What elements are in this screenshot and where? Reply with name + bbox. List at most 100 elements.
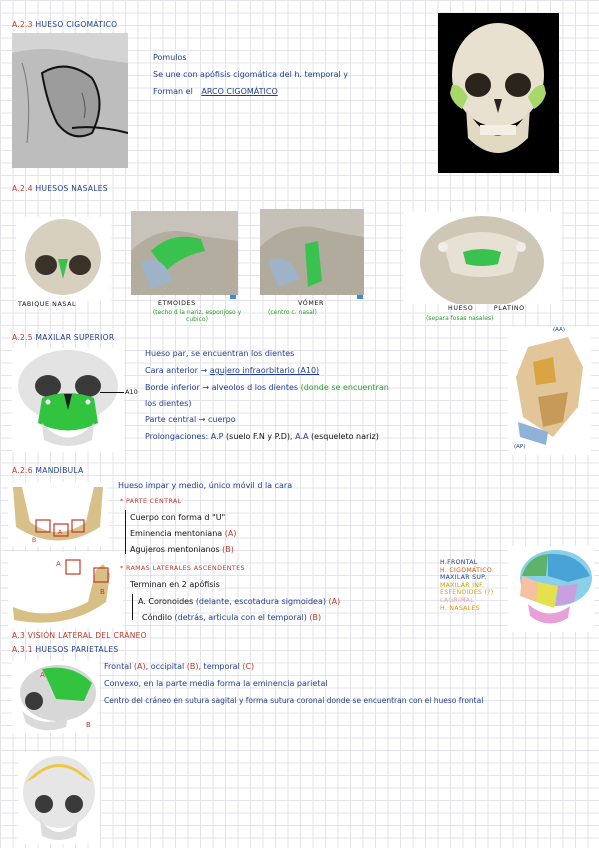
- prolong-note-2: (esqueleto nariz): [311, 432, 379, 441]
- section-number: A.2.3: [12, 20, 33, 29]
- marker-b: (B): [222, 545, 234, 554]
- maxilar-line-1: Hueso par, se encuentran los dientes: [145, 349, 295, 358]
- pc-line-3: Agujeros mentonianos (B): [130, 545, 234, 554]
- pomulos-text: Pomulos: [153, 53, 187, 62]
- legend-maxilar-inf: MAXILAR INF.: [440, 581, 485, 589]
- tabique-label: TABIQUE NASAL: [18, 301, 77, 308]
- legend-maxilar-sup: MAXILAR SUP.: [440, 574, 487, 582]
- parietal-skull-image: A B: [12, 661, 98, 733]
- pc-line-2: Eminencia mentoniana (A): [130, 529, 236, 538]
- agujeros-text: Agujeros mentonianos: [130, 545, 223, 554]
- color-legend: H.FRONTAL H. CIGOMÁTICO MAXILAR SUP. MAX…: [440, 559, 494, 612]
- cara-anterior-line: Cara anterior → agujero infraorbitario (…: [145, 366, 319, 375]
- legend-cigomatico: H. CIGOMÁTICO: [440, 566, 493, 574]
- vomer-label: VÓMER: [298, 300, 324, 307]
- prolong-text: Prolongaciones: A.P: [145, 432, 224, 441]
- parietal-line-1: Frontal (A), occipital (B), temporal (C): [104, 662, 254, 671]
- skull-nasal-septum-image: [16, 217, 111, 301]
- vomer-image: [260, 209, 364, 295]
- section-heading-nasales: A.2.4 HUESOS NASALES: [12, 184, 108, 193]
- pc-line-1: Cuerpo con forma d "U": [130, 513, 226, 522]
- frontal-text: Frontal: [104, 662, 134, 671]
- borde-note: (donde se encuentran: [300, 383, 389, 392]
- section-heading-mandibula: A.2.6 MANDÍBULA: [12, 466, 84, 475]
- ramas-line-2: A. Coronoides (delante, escotadura sigmo…: [138, 597, 340, 606]
- marker-b: (B): [186, 662, 199, 671]
- agujero-text: agujero infraorbitario (A10): [209, 366, 320, 375]
- legend-nasales: H. NASALES: [440, 604, 480, 612]
- borde-inferior-line: Borde inferior → alveolos d los dientes …: [145, 383, 389, 392]
- parietal-line-2: Convexo, en la parte media forma la emin…: [104, 679, 328, 688]
- marker-b: (B): [306, 613, 322, 622]
- legend-lagrimal: LAGRIMAL: [440, 596, 475, 604]
- platino-note: (separa fosas nasales): [426, 315, 494, 322]
- svg-text:B: B: [86, 721, 91, 729]
- svg-text:A: A: [58, 529, 63, 536]
- section-number: A.2.4: [12, 184, 33, 193]
- hueso-label: HUESO: [448, 305, 474, 312]
- parietal-line-3: Centro del cráneo en sutura sagital y fo…: [104, 696, 484, 705]
- cigomatico-line-3: Forman el ARCO CIGOMÁTICO: [153, 87, 278, 96]
- parte-central-heading: * PARTE CENTRAL: [120, 498, 182, 505]
- marker-a: (A): [224, 529, 237, 538]
- vomer-note: (centro c. nasal): [268, 309, 317, 316]
- blue-marker: [230, 295, 236, 299]
- cara-anterior-text: Cara anterior →: [145, 366, 210, 375]
- palatine-image: [403, 212, 561, 304]
- condilo-text: Cóndilo: [142, 613, 175, 622]
- svg-text:B: B: [32, 537, 36, 544]
- section-number: A.3: [12, 631, 26, 640]
- legend-frontal: H.FRONTAL: [440, 559, 478, 566]
- zygomatic-engraving-image: [12, 33, 128, 168]
- colored-skull-image: [508, 546, 594, 632]
- condilo-note: (detrás, articula con el temporal): [174, 613, 307, 622]
- section-heading-maxilar: A.2.5 MAXILAR SUPERIOR: [12, 333, 114, 342]
- aa-label: (AA): [553, 327, 565, 333]
- ramas-line-1: Terminan en 2 apófisis: [130, 580, 220, 589]
- hueso-platino-label: HUESO PLATINO: [448, 305, 525, 312]
- section-title: VISIÓN LATERAL DEL CRÁNEO: [27, 631, 147, 640]
- svg-text:B: B: [100, 588, 105, 596]
- ramas-line-3: Cóndilo (detrás, articula con el tempora…: [142, 613, 321, 622]
- section-title: HUESO CIGOMÁTICO: [35, 20, 118, 29]
- mandible-front-image: B A: [8, 482, 108, 546]
- section-title: HUESOS PARIETALES: [35, 645, 119, 654]
- prolong-note: (suelo F.N y P.D): [226, 432, 291, 441]
- mandibula-line-1: Hueso impar y medio, único móvil d la ca…: [118, 481, 293, 490]
- section-number: A.2.6: [12, 466, 33, 475]
- platino-label: PLATINO: [493, 305, 525, 312]
- arco-cigomatico-text: ARCO CIGOMÁTICO: [201, 87, 278, 96]
- etmoides-note: (techo d la nariz, esponjoso y cubico): [152, 309, 242, 323]
- etmoides-label: ETMOIDES: [158, 300, 196, 307]
- svg-text:A: A: [40, 671, 45, 679]
- bracket-line: [132, 594, 133, 620]
- marker-a: (A): [133, 662, 146, 671]
- parietal-top-skull-image: [18, 752, 100, 844]
- maxilla-skull-image: [12, 348, 124, 452]
- occipital-text: , occipital: [145, 662, 187, 671]
- section-heading-vision-lateral: A.3 VISIÓN LATERAL DEL CRÁNEO: [12, 631, 147, 640]
- ramas-heading: * RAMAS LATERALES ASCENDENTES: [120, 565, 245, 572]
- a10-label: A10: [125, 388, 138, 396]
- marker-a: (A): [325, 597, 341, 606]
- maxilla-detail-image: [508, 327, 591, 455]
- section-number: A.2.5: [12, 333, 33, 342]
- section-number: A.3.1: [12, 645, 33, 654]
- marker-c: (C): [242, 662, 255, 671]
- coronoides-text: A. Coronoides: [138, 597, 196, 606]
- blue-marker: [357, 295, 363, 299]
- borde-note-2: los dientes): [145, 399, 192, 408]
- parte-central-line: Parte central → cuerpo: [145, 415, 236, 424]
- bracket-line: [125, 510, 126, 554]
- ramas-text: RAMAS LATERALES ASCENDENTES: [125, 565, 245, 572]
- section-title: HUESOS NASALES: [35, 184, 108, 193]
- legend-esfenoides: ESFENOIDES (?): [440, 589, 494, 597]
- section-title: MANDÍBULA: [35, 466, 84, 475]
- pointer-line: [100, 392, 124, 393]
- borde-text: Borde inferior → alveolos d los dientes: [145, 383, 299, 392]
- eminencia-text: Eminencia mentoniana: [130, 529, 225, 538]
- cigomatico-line-2: Se une con apófisis cigomática del h. te…: [153, 70, 348, 79]
- ethmoid-image: [131, 211, 238, 295]
- svg-text:A: A: [56, 560, 61, 568]
- section-heading-parietales: A.3.1 HUESOS PARIETALES: [12, 645, 118, 654]
